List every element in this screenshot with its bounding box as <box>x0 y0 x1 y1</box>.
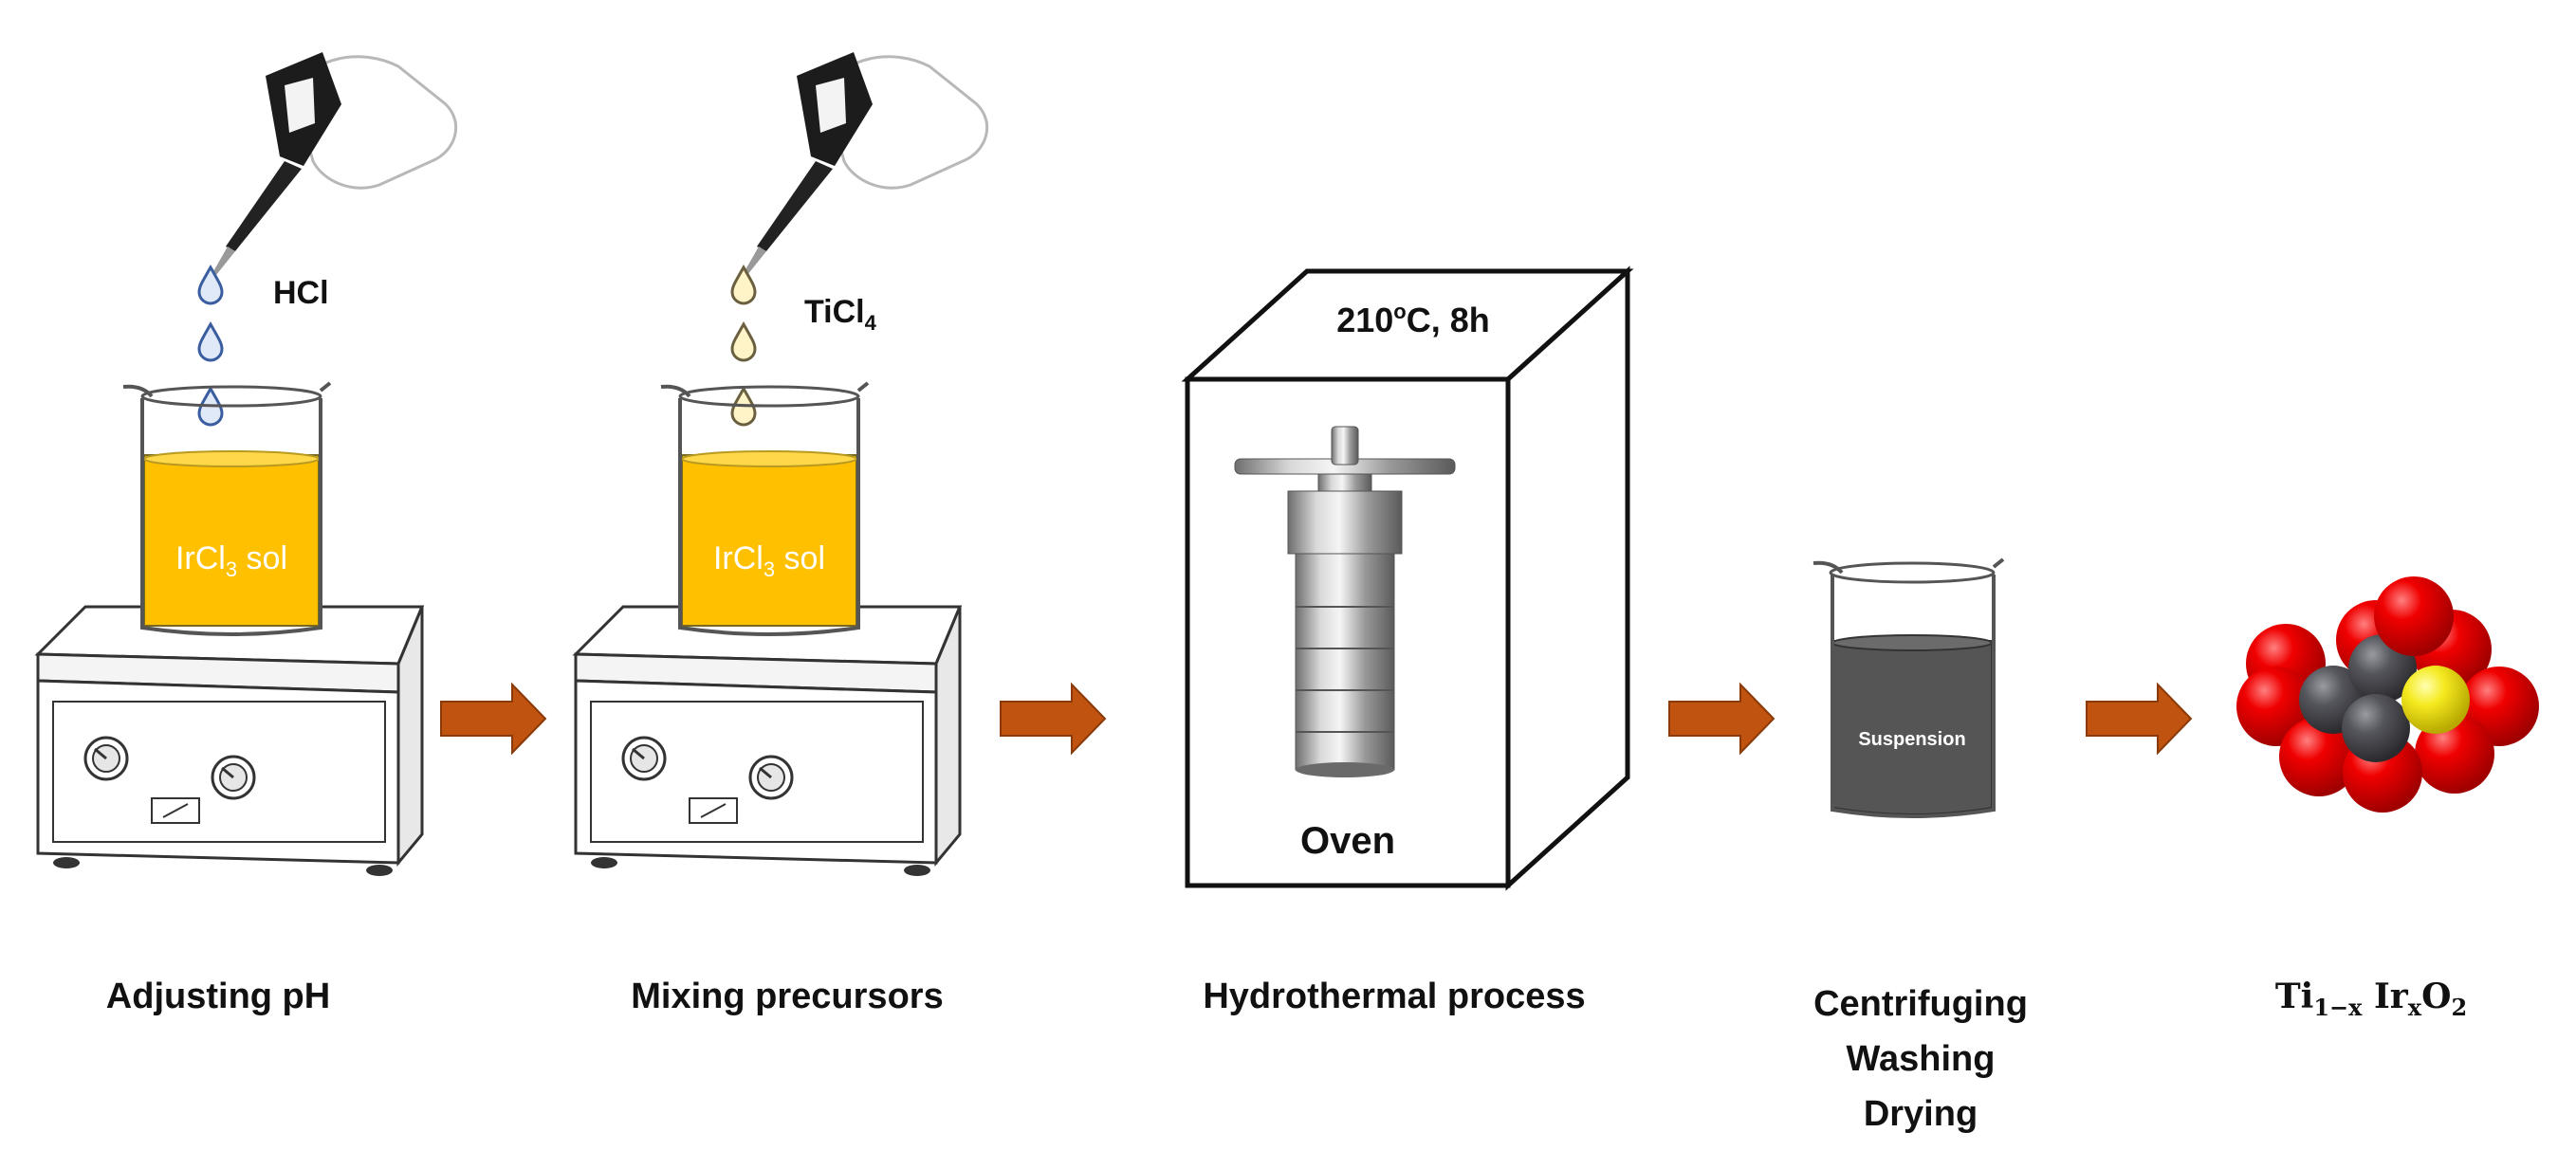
beaker-2-label-main: IrCl <box>713 540 764 576</box>
arrow-2-icon <box>1000 682 1107 756</box>
step4-caption-line1: Centrifuging <box>1813 984 2028 1024</box>
hotplate-2-icon <box>572 605 963 876</box>
arrow-1-icon <box>440 682 547 756</box>
ticl4-label: TiCl4 <box>804 294 877 335</box>
product-o: O <box>2421 977 2452 1016</box>
beaker-1-label-suffix: sol <box>237 540 287 576</box>
oven-group: 210oC, 8h Oven <box>1181 265 1634 891</box>
beaker-1-label: IrCl3 sol <box>175 540 287 581</box>
suspension-label: Suspension <box>1858 729 1965 750</box>
hcl-drops-icon <box>197 264 224 427</box>
ticl4-label-sub: 4 <box>865 311 877 335</box>
hotplate-1-icon <box>34 605 425 876</box>
oven-box-icon <box>1181 265 1634 891</box>
step1-caption: Adjusting pH <box>105 977 331 1016</box>
oven-label: Oven <box>1300 820 1395 862</box>
arrow-3-icon <box>1668 682 1776 756</box>
beaker-1-label-main: IrCl <box>175 540 226 576</box>
ticl4-label-main: TiCl <box>804 294 865 330</box>
product-ir-sub: x <box>2407 994 2422 1022</box>
step4-caption-line3: Drying <box>1863 1094 1978 1134</box>
beaker-2-icon: IrCl3 sol <box>660 381 870 636</box>
beaker-1-label-sub: 3 <box>226 557 237 581</box>
step1-group: HCl IrCl3 sol <box>34 52 458 876</box>
product-ti-sub: 1−x <box>2313 994 2363 1022</box>
ticl4-drops-icon <box>730 264 757 427</box>
arrow-4-icon <box>2086 682 2193 756</box>
oven-condition-sup: o <box>1393 300 1406 323</box>
product-o-sub: 2 <box>2451 994 2468 1022</box>
step4-caption: Centrifuging Washing Drying <box>1759 977 2082 1142</box>
beaker-2-label: IrCl3 sol <box>713 540 825 581</box>
crystal-structure-icon <box>2236 576 2539 813</box>
product-caption: Ti1−x IrxO2 <box>2200 977 2542 1021</box>
autoclave-icon <box>1234 426 1456 777</box>
product-ir: Ir <box>2362 977 2408 1016</box>
hcl-label: HCl <box>273 275 329 311</box>
oven-condition-rest: C, 8h <box>1407 301 1490 339</box>
beaker-1-icon: IrCl3 sol <box>122 381 332 636</box>
step4-caption-line2: Washing <box>1846 1039 1996 1079</box>
pipette-hand-2-icon <box>744 52 989 275</box>
pipette-hand-icon <box>212 52 458 275</box>
step3-caption: Hydrothermal process <box>1203 977 1586 1016</box>
step2-caption: Mixing precursors <box>631 977 944 1016</box>
suspension-beaker-icon: Suspension <box>1812 557 2005 818</box>
beaker-2-label-suffix: sol <box>775 540 825 576</box>
step2-group: TiCl4 IrCl3 sol <box>572 52 989 876</box>
oven-condition-main: 210 <box>1336 301 1393 339</box>
beaker-2-label-sub: 3 <box>764 557 775 581</box>
product-ti: Ti <box>2274 977 2314 1016</box>
oven-condition: 210oC, 8h <box>1336 300 1490 339</box>
